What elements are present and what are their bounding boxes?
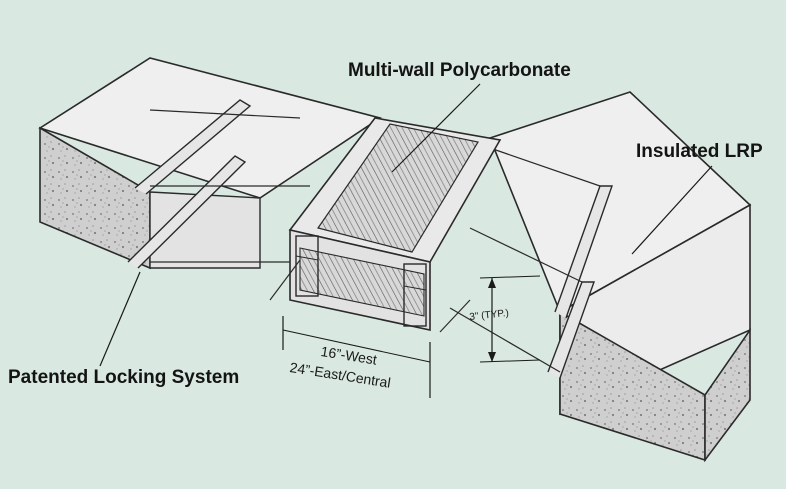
left-insulated-panel	[38, 57, 382, 270]
right-rib-lower	[547, 281, 595, 379]
leader-polycarbonate	[391, 83, 481, 173]
polycarbonate-panel	[269, 117, 502, 333]
leader-insulated-lrp	[631, 165, 713, 255]
width-dimension	[282, 316, 431, 398]
height-dimension	[479, 275, 541, 363]
right-rib-upper	[554, 185, 613, 319]
label-locking-system: Patented Locking System	[8, 367, 240, 388]
left-rib-upper	[134, 99, 252, 195]
leader-locking-system	[99, 271, 141, 367]
label-insulated-lrp: Insulated LRP	[636, 141, 763, 162]
poly-lower-fluted-section	[299, 247, 425, 317]
left-rib-lower	[127, 155, 247, 269]
label-polycarbonate: Multi-wall Polycarbonate	[348, 60, 571, 81]
poly-fluted-sheet	[317, 123, 479, 253]
right-insulated-panel	[449, 91, 752, 463]
